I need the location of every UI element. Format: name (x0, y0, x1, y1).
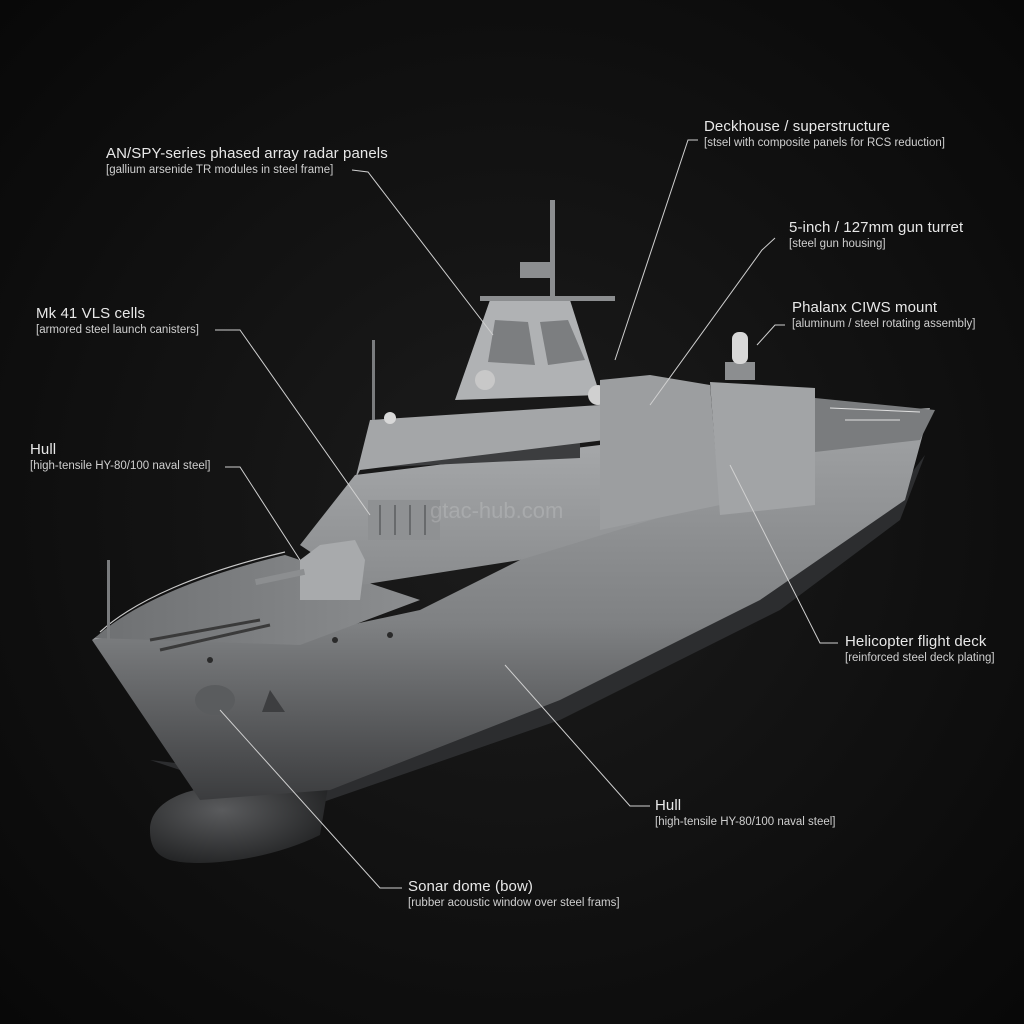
ciws-dome (732, 332, 748, 364)
callout-title: Hull (655, 797, 682, 814)
callout-vls: Mk 41 VLS cells [armored steel launch ca… (36, 305, 199, 338)
porthole-2 (332, 637, 338, 643)
bridge-block (355, 405, 605, 480)
flight-deck-markings (829, 407, 921, 421)
porthole-3 (387, 632, 393, 638)
porthole-1 (207, 657, 213, 663)
callout-subtitle: [reinforced steel deck plating] (845, 652, 995, 664)
callout-deckhouse: Deckhouse / superstructure [stsel with c… (704, 118, 945, 151)
ciws-pedestal (725, 362, 755, 380)
hangar-block (710, 382, 815, 515)
watermark-text: gtac-hub.com (430, 498, 564, 523)
callout-subtitle: [rubber acoustic window over steel frams… (408, 897, 620, 909)
radar-dish (520, 262, 550, 278)
callout-subtitle: [aluminum / steel rotating assembly] (792, 318, 976, 330)
callout-subtitle: [high-tensile HY-80/100 naval steel] (655, 816, 836, 828)
aft-mast (372, 340, 375, 420)
anchor-shape (262, 690, 285, 712)
gun-turret (300, 540, 365, 600)
yardarm (480, 296, 615, 301)
callout-radar: AN/SPY-series phased array radar panels … (106, 145, 388, 178)
callout-title: 5-inch / 127mm gun turret (789, 219, 964, 236)
bow-jackstaff (107, 560, 110, 640)
callout-title: Deckhouse / superstructure (704, 118, 891, 135)
callout-subtitle: [high-tensile HY-80/100 naval steel] (30, 460, 211, 472)
callout-subtitle: [stsel with composite panels for RCS red… (704, 137, 945, 149)
callout-title: Helicopter flight deck (845, 633, 987, 650)
callout-heli: Helicopter flight deck [reinforced steel… (845, 633, 995, 666)
callout-subtitle: [steel gun housing] (789, 238, 886, 250)
callout-title: Phalanx CIWS mount (792, 299, 938, 316)
callout-sonar: Sonar dome (bow) [rubber acoustic window… (408, 878, 620, 911)
callout-hull-bottom: Hull [high-tensile HY-80/100 naval steel… (655, 797, 836, 830)
callout-title: Mk 41 VLS cells (36, 305, 146, 322)
radome-small (384, 412, 396, 424)
gun-barrel (254, 568, 306, 586)
callout-title: AN/SPY-series phased array radar panels (106, 145, 388, 162)
radar-panel-right (540, 320, 585, 365)
main-mast (550, 200, 555, 300)
callout-hull-left: Hull [high-tensile HY-80/100 naval steel… (30, 441, 211, 474)
hawse-port (195, 685, 235, 715)
callout-title: Hull (30, 441, 57, 458)
radome-left (475, 370, 495, 390)
callout-ciws: Phalanx CIWS mount [aluminum / steel rot… (792, 299, 975, 332)
callout-subtitle: [armored steel launch canisters] (36, 324, 199, 336)
aft-deckhouse (600, 375, 720, 530)
callout-title: Sonar dome (bow) (408, 878, 533, 895)
radar-panel-left (488, 320, 535, 365)
vls-grid (379, 505, 426, 535)
anchor-chain (149, 618, 271, 652)
callout-subtitle: [gallium arsenide TR modules in steel fr… (106, 164, 334, 176)
callout-gun: 5-inch / 127mm gun turret [steel gun hou… (789, 219, 963, 252)
